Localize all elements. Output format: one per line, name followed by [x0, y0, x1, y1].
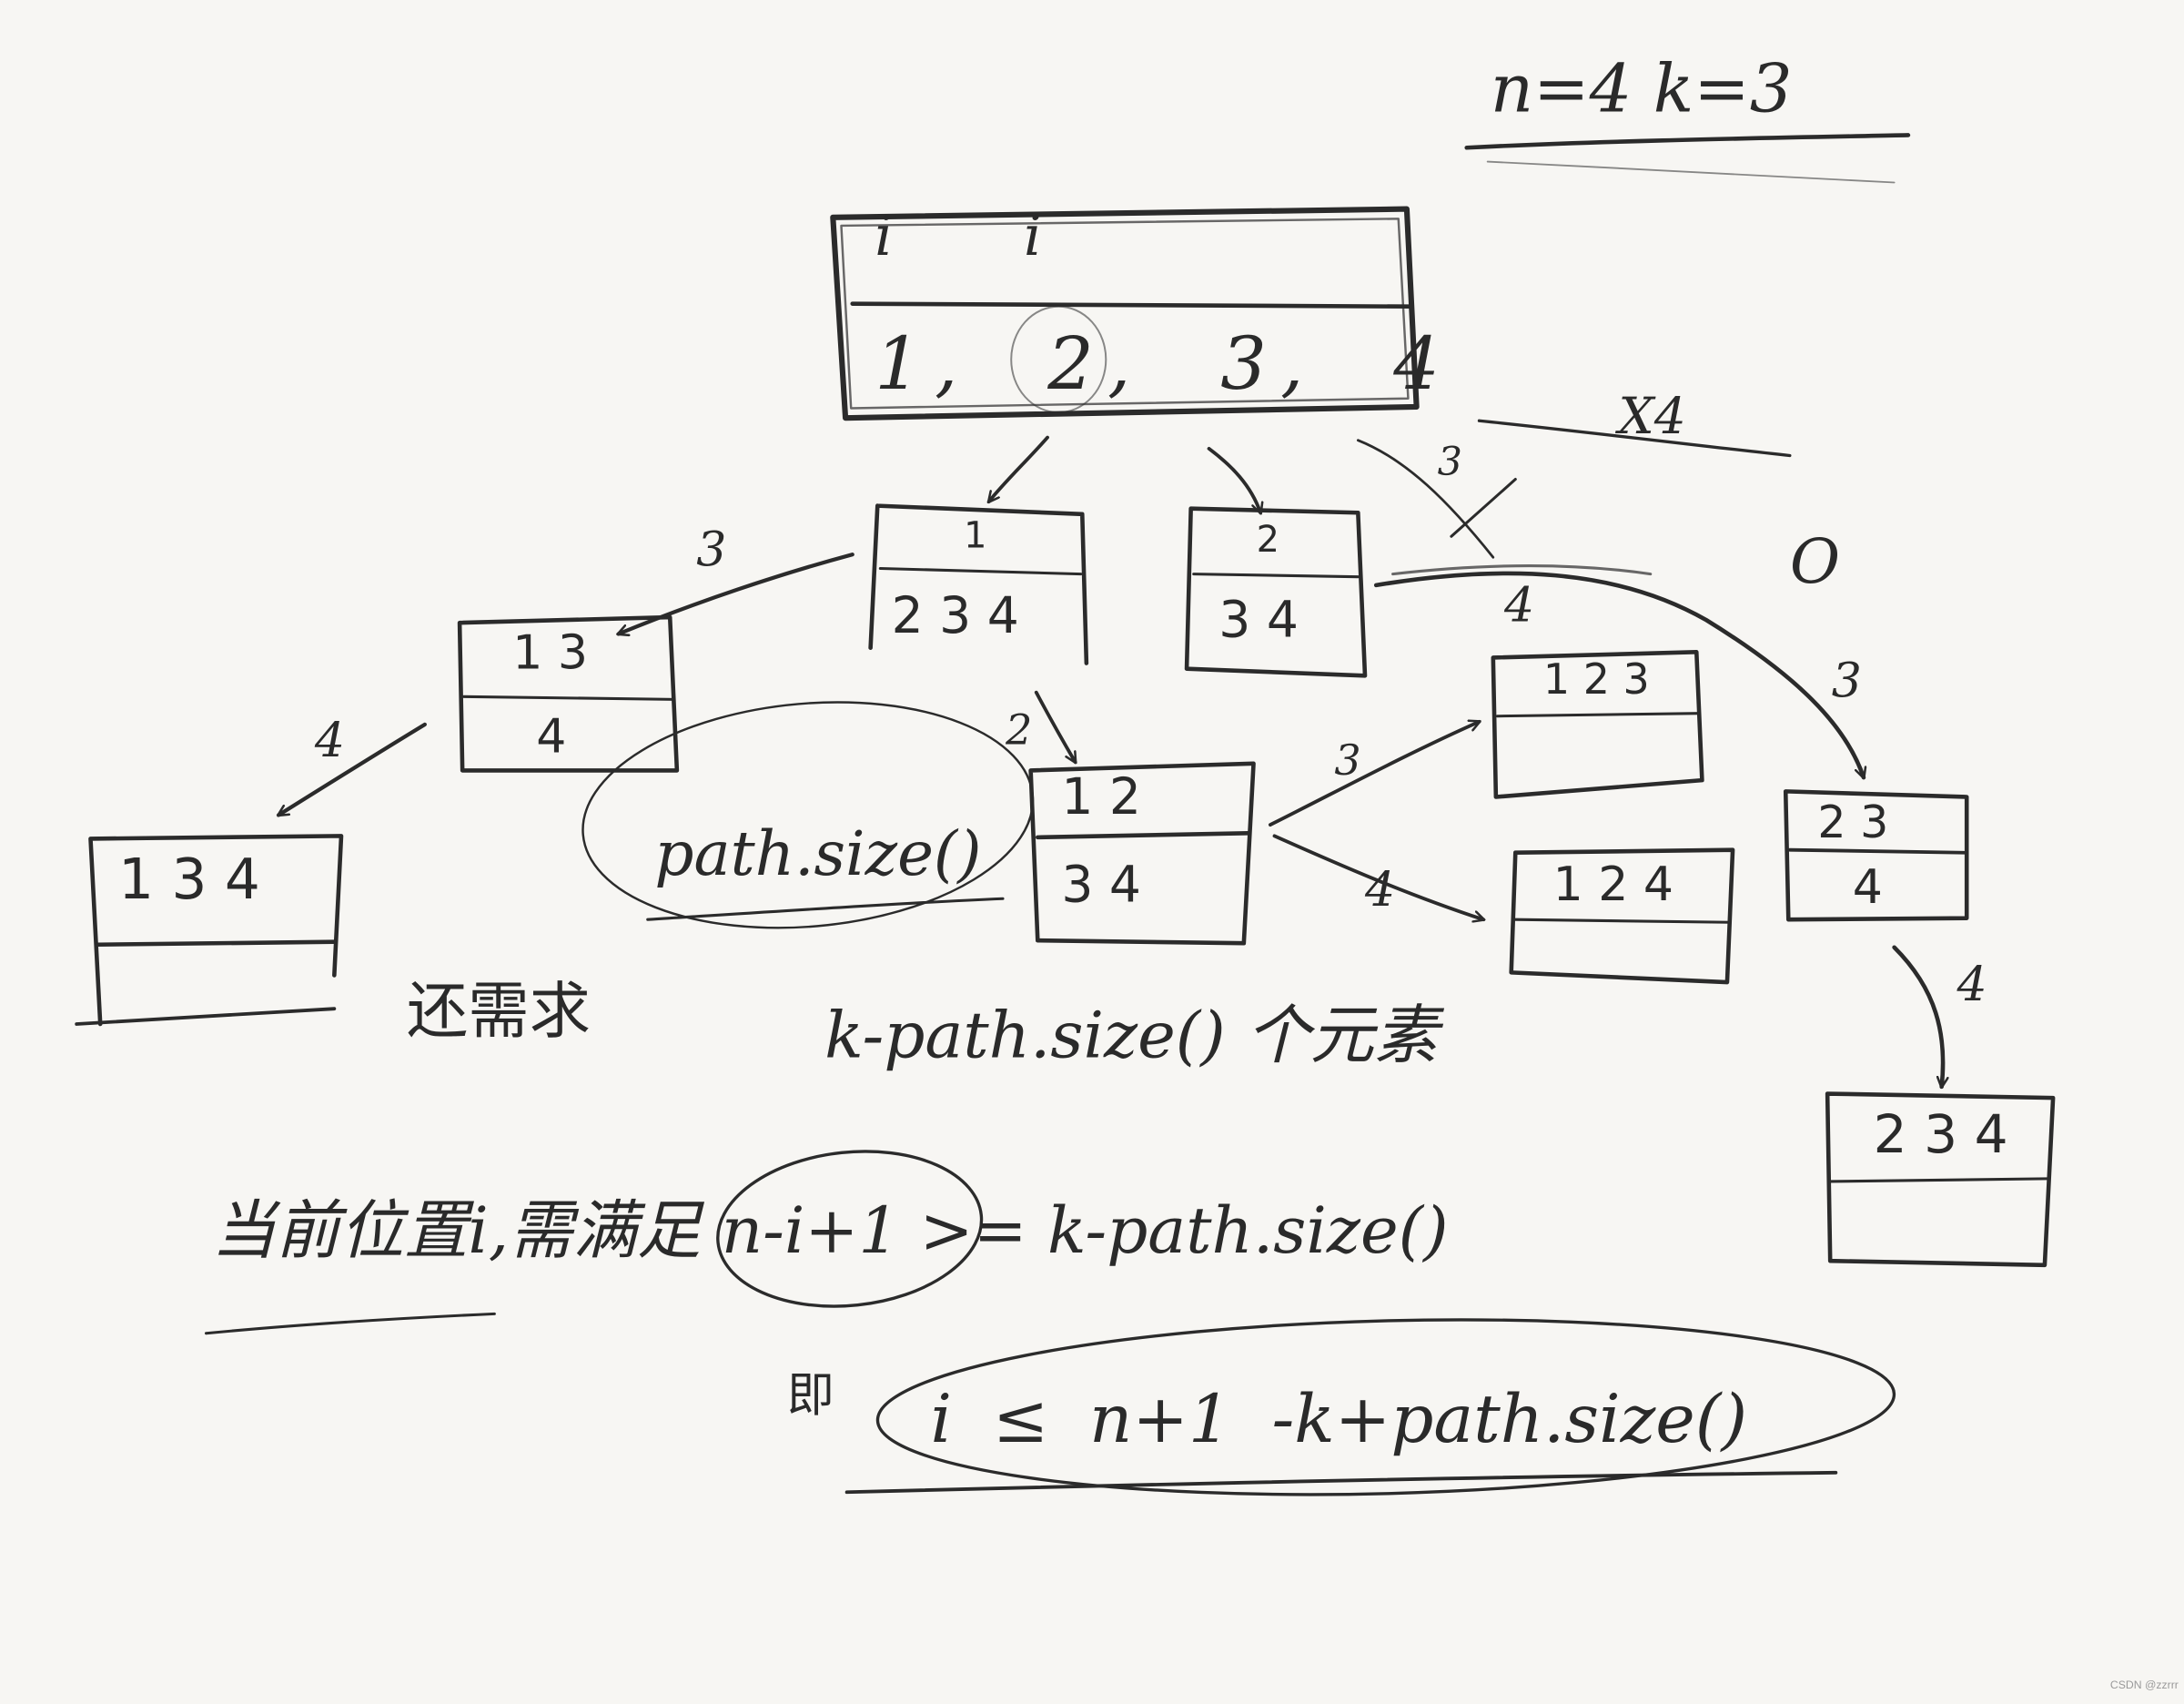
node-23-top: 2 3 — [1817, 795, 1889, 849]
node-123-top: 1 2 3 — [1542, 655, 1650, 705]
node-134-top: 1 3 4 — [118, 848, 260, 913]
node-13-bottom: 4 — [536, 709, 567, 766]
root-top-mark-1: i — [875, 204, 893, 269]
edge-2-to-23-stroke2 — [1391, 563, 1653, 576]
node-123-box — [1491, 650, 1704, 799]
header-underline — [1464, 133, 1911, 184]
path-size-underline — [646, 897, 1005, 921]
edge-2-to-23 — [1373, 571, 1864, 777]
n-i-ellipse — [716, 1150, 984, 1308]
edge-label-crossed-3: 3 — [1437, 439, 1462, 485]
edge-root-to-3-crossed — [1356, 439, 1495, 559]
edge-label-13-134: 4 — [314, 713, 346, 769]
node-12-top: 1 2 — [1061, 768, 1141, 827]
crossed-note-label: X4 — [1618, 389, 1686, 446]
edge-label-1-12: 2 — [1006, 706, 1033, 756]
edge-label-12-123: 3 — [1334, 736, 1361, 786]
node-2-box — [1184, 506, 1368, 678]
result-prefix: 即 — [786, 1368, 834, 1425]
condition-note: 当前位置i,需满足 n-i+1 >= k-path.size() — [211, 1192, 1449, 1268]
result-underline — [844, 1470, 1838, 1495]
node-124-top: 1 2 4 — [1552, 857, 1674, 913]
node-13-box — [457, 614, 680, 773]
root-top-mark-2: i — [1023, 204, 1042, 269]
node-124-box — [1509, 847, 1735, 985]
edge-label-2-23: 4 — [1504, 578, 1535, 634]
root-values: 1, 2, 3, 4 — [875, 323, 1454, 407]
watermark: CSDN @zzrrr — [2109, 1679, 2179, 1692]
path-size-ellipse — [581, 701, 1035, 929]
edge-label-1-13: 3 — [696, 522, 727, 579]
root-node-box — [830, 206, 1420, 421]
node-1-bottom: 2 3 4 — [891, 587, 1019, 645]
condition-underline — [204, 1312, 496, 1335]
edge-13-to-134 — [278, 722, 427, 817]
edge-1-to-12 — [1034, 690, 1076, 763]
node-1-box — [868, 503, 1089, 665]
node-23-bottom: 4 — [1852, 859, 1883, 916]
edge-label-23-234: 4 — [1956, 957, 1987, 1013]
edge-1-to-13 — [619, 553, 854, 634]
still-need-note: 还需求 — [406, 976, 591, 1049]
circle-mark: O — [1789, 526, 1841, 598]
edge-12-to-123 — [1268, 722, 1480, 827]
node-2-top: 2 — [1256, 519, 1279, 562]
edge-12-to-124 — [1272, 834, 1483, 919]
node-134-box — [75, 834, 344, 1027]
node-23-box — [1783, 789, 1969, 922]
edge-root-to-1 — [989, 435, 1049, 502]
node-234-top: 2 3 4 — [1873, 1103, 2008, 1165]
node-13-top: 1 3 — [512, 625, 589, 682]
crossed-note-line — [1477, 419, 1792, 458]
edge-label-12-124: 4 — [1364, 862, 1396, 918]
params-label: n=4 k=3 — [1490, 50, 1793, 128]
node-234-box — [1825, 1091, 2056, 1268]
edge-label-to-23: 3 — [1831, 653, 1862, 710]
node-1-top: 1 — [964, 515, 987, 558]
edge-root-to-2 — [1207, 446, 1261, 512]
result-note: i ≤ n+1 -k+path.size() — [930, 1380, 1748, 1459]
k-minus-note: k-path.size() 个元素 — [824, 997, 1439, 1073]
path-size-note: path.size() — [654, 818, 982, 891]
edge-cross-mark — [1450, 477, 1517, 538]
edge-23-to-234 — [1892, 945, 1944, 1087]
node-2-bottom: 3 4 — [1218, 592, 1299, 650]
node-12-box — [1028, 761, 1256, 946]
node-12-bottom: 3 4 — [1061, 857, 1141, 915]
result-ellipse — [875, 1318, 1896, 1496]
